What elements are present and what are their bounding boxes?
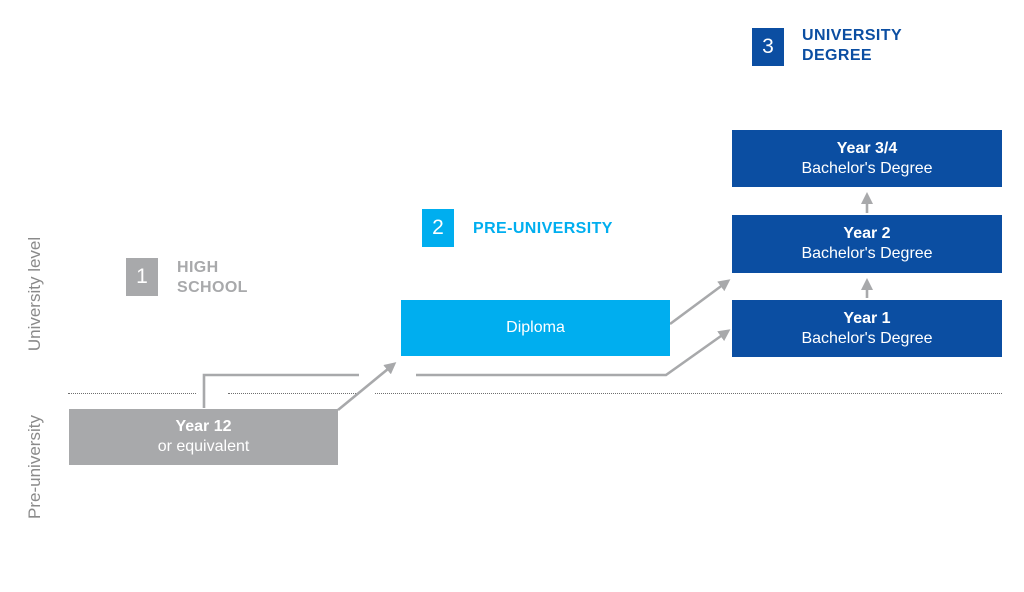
year-12-label: Year 12 [175,418,232,435]
connector-year12-to-diploma [337,362,397,412]
step-2-title: PRE-UNIVERSITY [473,219,613,239]
step-1-title-line-1: HIGH [177,259,219,276]
diploma-box: Diploma [401,300,670,356]
connector-diploma-to-year2 [669,279,731,326]
level-divider-right [375,393,1002,394]
step-3-title-line-2: DEGREE [802,47,872,64]
step-1-title: HIGH SCHOOL [177,258,248,298]
year-1-box: Year 1 Bachelor's Degree [732,300,1002,357]
year-12-box: Year 12 or equivalent [69,409,338,465]
year-3-4-sublabel: Bachelor's Degree [801,159,933,177]
year-12-sublabel: or equivalent [157,438,250,455]
step-2-badge: 2 [422,209,454,247]
step-2-number: 2 [432,216,444,239]
level-divider-left [68,393,196,394]
step-3-title: UNIVERSITY DEGREE [802,26,902,66]
level-divider-mid [228,393,358,394]
step-1-badge: 1 [126,258,158,296]
step-3-title-line-1: UNIVERSITY [802,27,903,44]
year-2-box: Year 2 Bachelor's Degree [732,215,1002,273]
diploma-label: Diploma [506,319,565,336]
year-1-label: Year 1 [843,309,891,327]
step-3-number: 3 [762,35,774,58]
step-3-badge: 3 [752,28,784,66]
step-1-title-line-2: SCHOOL [177,279,248,296]
connector-direct-to-year1 [416,329,731,377]
year-3-4-box: Year 3/4 Bachelor's Degree [732,130,1002,187]
year-2-label: Year 2 [843,225,891,242]
year-3-4-label: Year 3/4 [836,139,898,157]
step-1-number: 1 [136,265,148,288]
year-1-sublabel: Bachelor's Degree [801,329,933,347]
year-2-sublabel: Bachelor's Degree [801,245,933,262]
step-2-title-line-1: PRE-UNIVERSITY [473,220,613,237]
connector-year12-to-university [202,373,359,408]
